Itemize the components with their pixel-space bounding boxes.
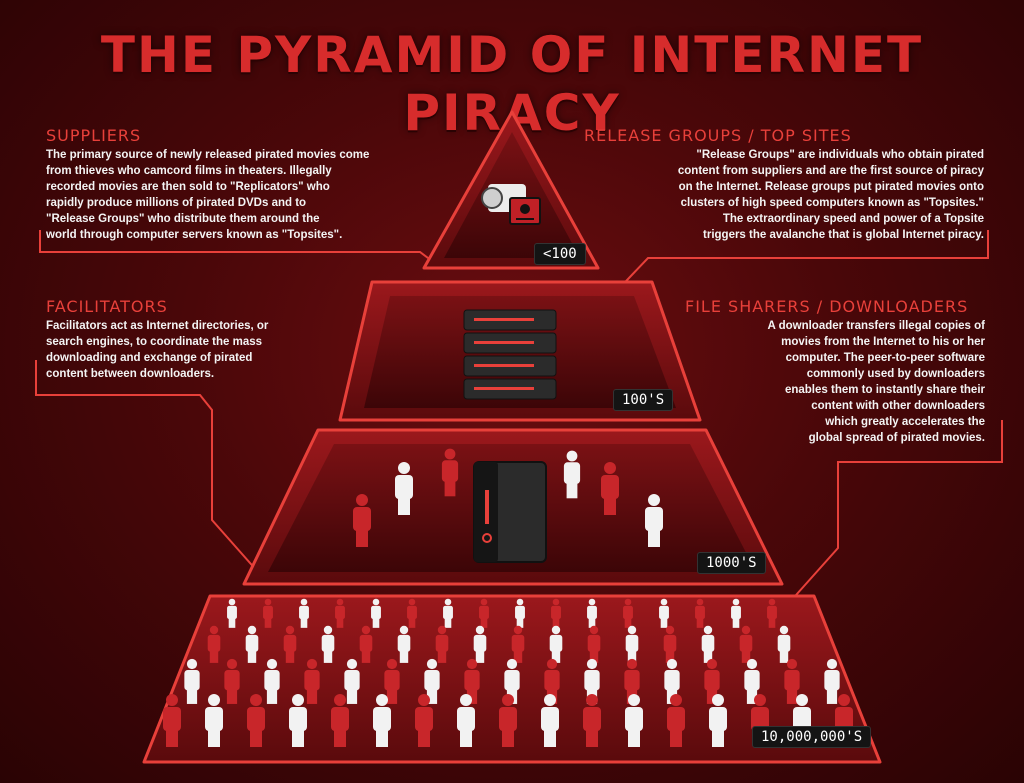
release-groups-connector: [610, 230, 988, 298]
server-tower-icon: [474, 462, 546, 562]
tier-3-badge: 1000'S: [697, 552, 766, 574]
facilitators-connector: [36, 360, 258, 572]
tier-4-badge: 10,000,000'S: [752, 726, 871, 748]
file-sharers-connector: [788, 420, 1002, 604]
tier-1-badge: <100: [534, 243, 586, 265]
suppliers-connector: [40, 230, 436, 264]
tier-2-badge: 100'S: [613, 389, 673, 411]
